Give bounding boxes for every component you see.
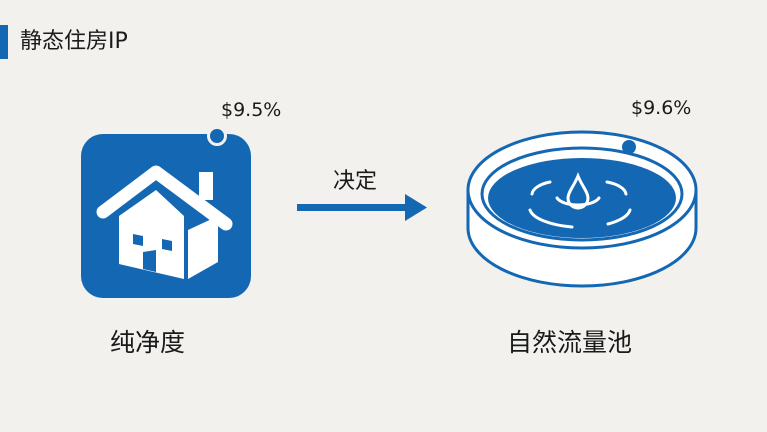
- purity-label: 纯净度: [110, 328, 186, 357]
- water-pool-icon: [466, 130, 698, 288]
- arrow-right-icon: [297, 194, 427, 221]
- house-icon: [81, 134, 251, 298]
- title-accent-bar: [0, 25, 8, 59]
- value-marker-dot: [207, 126, 227, 146]
- traffic-pool-label: 自然流量池: [507, 328, 633, 357]
- traffic-pool-value: $9.6%: [631, 97, 692, 119]
- connector-label: 决定: [333, 169, 378, 194]
- page-title: 静态住房IP: [20, 29, 128, 54]
- purity-value: $9.5%: [221, 99, 282, 121]
